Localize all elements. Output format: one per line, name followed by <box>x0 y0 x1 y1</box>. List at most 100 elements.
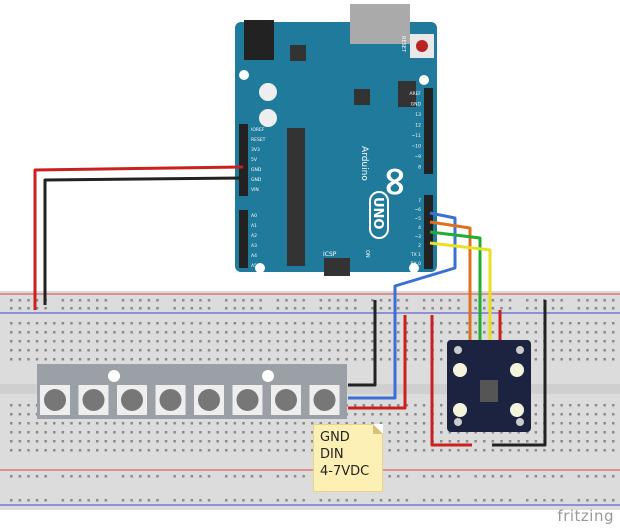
rail-hole <box>147 307 151 310</box>
breadboard-hole <box>44 349 47 352</box>
breadboard-hole <box>285 422 288 425</box>
reset-label: RESET <box>400 36 406 53</box>
wire-gnd[interactable] <box>43 176 244 305</box>
breadboard-hole <box>27 322 30 325</box>
breadboard-hole <box>594 404 598 407</box>
rail-hole <box>293 307 297 310</box>
breadboard-hole <box>422 413 426 416</box>
breadboard-hole <box>319 331 323 334</box>
breadboard-hole <box>431 449 434 452</box>
rail-hole <box>422 299 426 302</box>
wire-sensor-red[interactable] <box>430 315 472 447</box>
breadboard-hole <box>207 422 211 425</box>
rail-hole <box>147 475 151 478</box>
rail-hole <box>612 299 615 302</box>
rail-hole <box>173 475 176 478</box>
breadboard-hole <box>164 322 168 325</box>
breadboard-hole <box>18 422 22 425</box>
wire-out[interactable] <box>429 241 492 340</box>
digital-pin-label: ~10 <box>412 144 422 150</box>
wire-s3[interactable] <box>429 230 482 340</box>
breadboard-hole <box>78 440 82 443</box>
breadboard-hole <box>242 431 245 434</box>
breadboard-hole <box>474 449 477 452</box>
breadboard-hole <box>147 358 151 361</box>
breadboard-hole <box>44 431 47 434</box>
breadboard-hole <box>414 422 417 425</box>
breadboard-hole <box>156 431 159 434</box>
breadboard-hole <box>440 449 443 452</box>
digital-pin-label: ~6 <box>414 207 421 213</box>
rail-hole <box>190 299 194 302</box>
wire-s2[interactable] <box>429 220 472 340</box>
breadboard-hole <box>311 349 314 352</box>
breadboard-hole <box>414 331 417 334</box>
breadboard-hole <box>250 449 254 452</box>
wire-sensor-black[interactable] <box>492 300 547 447</box>
breadboard-hole <box>577 358 581 361</box>
breadboard-hole <box>328 422 331 425</box>
breadboard-hole <box>388 322 391 325</box>
breadboard-hole <box>130 340 133 343</box>
rail-hole <box>250 475 254 478</box>
breadboard-hole <box>104 449 108 452</box>
breadboard-hole <box>474 331 477 334</box>
rail-hole <box>61 307 65 310</box>
breadboard-hole <box>259 340 262 343</box>
breadboard-hole <box>534 431 538 434</box>
rail-hole <box>70 499 73 502</box>
breadboard-hole <box>405 404 409 407</box>
breadboard-hole <box>569 340 572 343</box>
rail-hole <box>18 499 22 502</box>
breadboard-hole <box>44 340 47 343</box>
wire-din[interactable] <box>348 211 457 400</box>
wire-strip-gnd[interactable] <box>348 300 377 387</box>
breadboard-hole <box>526 322 529 325</box>
breadboard-hole <box>586 358 589 361</box>
breadboard-hole <box>78 358 82 361</box>
breadboard-hole <box>113 449 116 452</box>
breadboard-hole <box>293 322 297 325</box>
on-label: ON <box>364 250 370 258</box>
breadboard-hole <box>388 331 391 334</box>
breadboard-hole <box>362 340 366 343</box>
breadboard-hole <box>156 358 159 361</box>
rail-hole <box>259 475 262 478</box>
breadboard-hole <box>10 349 13 352</box>
breadboard-hole <box>534 422 538 425</box>
breadboard-hole <box>78 431 82 434</box>
breadboard-hole <box>190 422 194 425</box>
breadboard-hole <box>414 340 417 343</box>
rail-hole <box>328 307 331 310</box>
breadboard-hole <box>276 431 280 434</box>
breadboard-hole <box>405 413 409 416</box>
breadboard-hole <box>560 422 563 425</box>
breadboard-hole <box>156 440 159 443</box>
breadboard-hole <box>130 349 133 352</box>
breadboard-hole <box>61 358 65 361</box>
breadboard-hole <box>216 331 219 334</box>
breadboard-hole <box>35 322 39 325</box>
reset-button-icon[interactable] <box>416 40 428 52</box>
breadboard-hole <box>603 431 606 434</box>
breadboard-hole <box>44 331 47 334</box>
breadboard-hole <box>311 449 314 452</box>
breadboard-hole <box>35 449 39 452</box>
breadboard-hole <box>345 340 348 343</box>
breadboard-hole <box>474 440 477 443</box>
rail-hole <box>61 499 65 502</box>
wire-strip-vcc[interactable] <box>348 315 407 410</box>
rail-hole <box>70 475 73 478</box>
breadboard-hole <box>526 449 529 452</box>
breadboard-hole <box>379 413 383 416</box>
breadboard-hole <box>87 349 90 352</box>
breadboard-hole <box>405 331 409 334</box>
breadboard-hole <box>182 331 185 334</box>
breadboard-hole <box>612 422 615 425</box>
breadboard-hole <box>422 349 426 352</box>
rail-hole <box>139 499 142 502</box>
wire-5v[interactable] <box>33 165 244 310</box>
breadboard-hole <box>96 358 99 361</box>
rail-hole <box>551 299 555 302</box>
breadboard-hole <box>27 349 30 352</box>
